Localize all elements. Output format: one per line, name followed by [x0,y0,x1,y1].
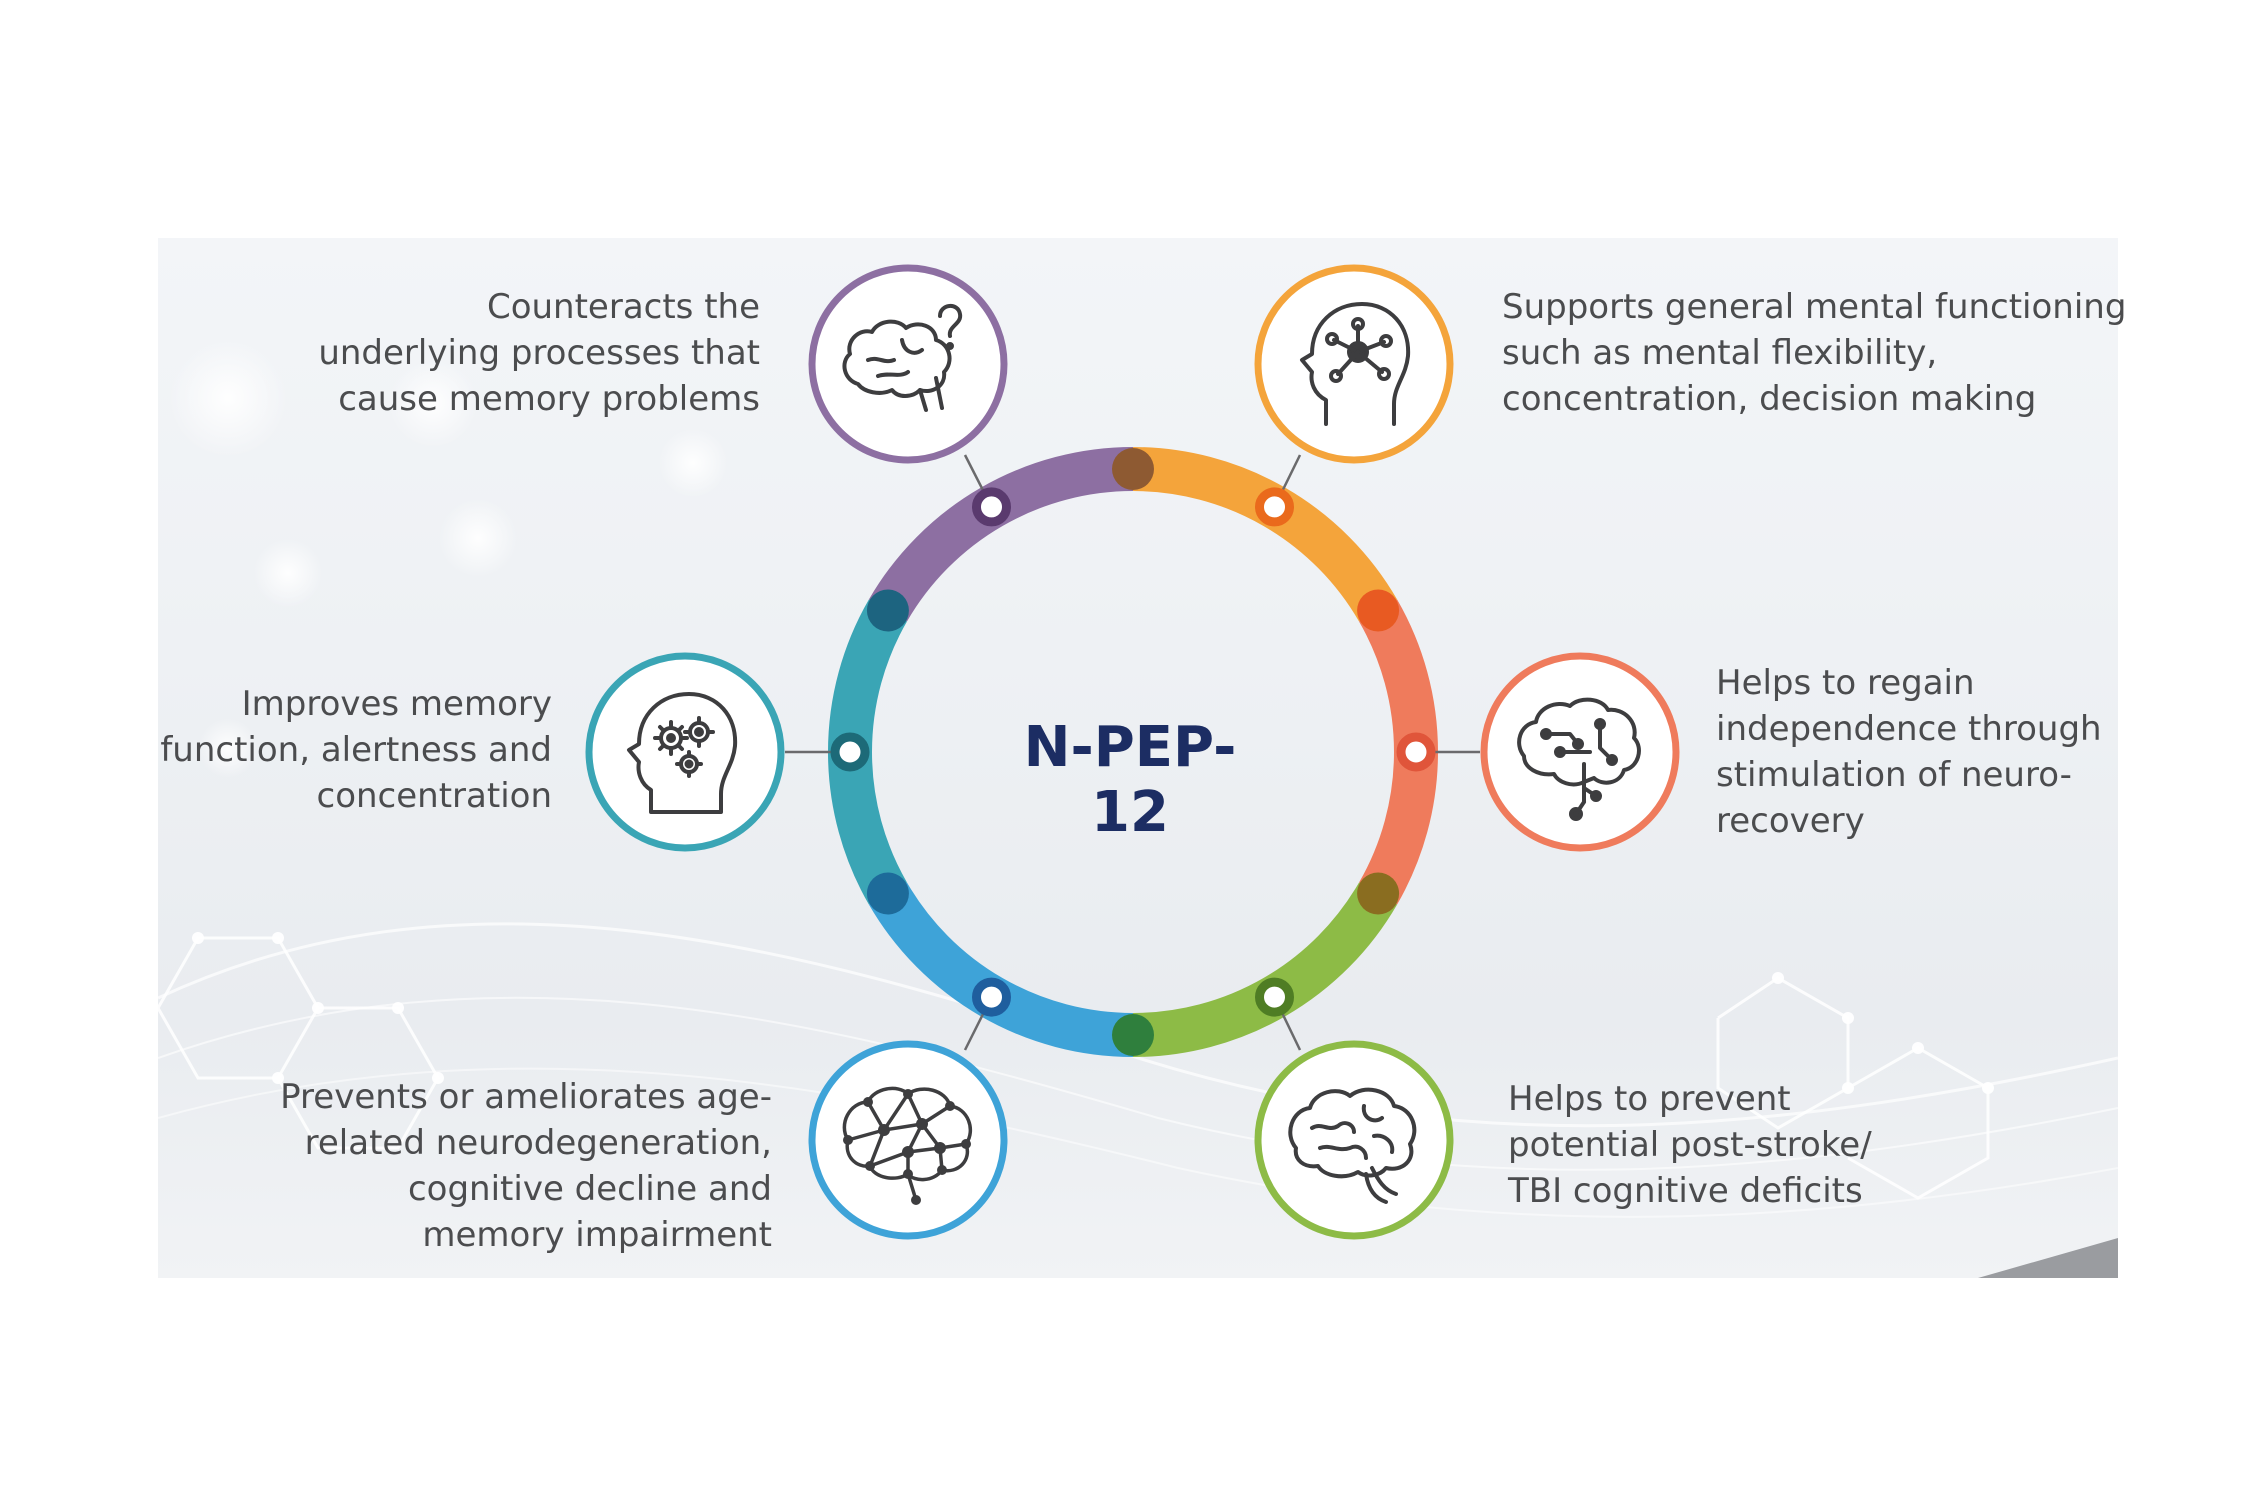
ring-connection-dot [1255,977,1294,1017]
bokeh-light [253,538,323,608]
caption-mid-right: Helps to regain independence through sti… [1716,660,2116,844]
caption-line: potential post-stroke/ [1508,1125,1872,1165]
bokeh-light [168,338,288,458]
caption-line: Prevents or ameliorates age- [280,1077,772,1117]
bokeh-light [658,428,728,498]
caption-top-right: Supports general mental functioning such… [1502,284,2127,422]
caption-line: recovery [1716,801,1865,841]
ring-segment-orange [1132,447,1398,622]
icon-ring [808,264,1008,464]
caption-line: concentration [316,776,552,816]
head-gears-icon [627,692,738,814]
ring-connection-dot [972,977,1011,1017]
ring-junction-dot [1112,448,1154,490]
icon-ring [1254,1040,1454,1240]
icon-circle-mid-right [1480,652,1680,852]
icon-ring [808,1040,1008,1240]
center-title: N-PEP-12 [1023,715,1237,845]
caption-line: memory impairment [422,1215,772,1255]
ring-connection-dot [1396,732,1436,772]
caption-line: stimulation of neuro- [1716,755,2072,795]
ring-junction-dot [1112,1014,1154,1056]
ring-segment-purple [868,447,1134,622]
caption-line: such as mental flexibility, [1502,333,1938,373]
caption-line: TBI cognitive deficits [1508,1171,1863,1211]
caption-bottom-right: Helps to prevent potential post-stroke/ … [1508,1076,1948,1214]
caption-line: cause memory problems [338,379,760,419]
neural-network-brain-icon [842,1086,972,1205]
circuit-brain-icon [1517,697,1641,821]
ring-dots [830,448,1436,1056]
icon-circle-top-right [1254,264,1454,464]
icon-circle-top-left [808,264,1008,464]
background-wave-pattern [158,922,2118,1278]
bokeh-light [198,718,258,778]
caption-line: Helps to prevent [1508,1079,1791,1119]
icon-circle-mid-left [585,652,785,852]
caption-line: Helps to regain [1716,663,1975,703]
caption-line: Improves memory [241,684,552,724]
caption-line: cognitive decline and [407,1169,772,1209]
ring-segment-green [1132,882,1398,1057]
ring-junction-dot [866,589,909,632]
caption-line: function, alertness and [160,730,552,770]
ring-connection-dot [1255,487,1294,527]
ring-junction-dot [1357,872,1400,915]
head-network-icon [1300,302,1411,426]
brain-icon [1288,1087,1417,1204]
icon-circle-bottom-right [1254,1040,1454,1240]
caption-line: concentration, decision making [1502,379,2037,419]
brain-question-icon [842,304,963,412]
caption-bottom-left: Prevents or ameliorates age- related neu… [252,1074,772,1258]
caption-line: independence through [1716,709,2102,749]
caption-top-left: Counteracts the underlying processes tha… [300,284,760,422]
caption-line: related neurodegeneration, [304,1123,772,1163]
ring-connection-dot [830,732,870,772]
bokeh-light [438,498,518,578]
ring-junction-dot [866,872,909,915]
caption-line: Supports general mental functioning [1502,287,2127,327]
icon-ring [585,652,785,852]
ring-junction-dot [1357,589,1400,632]
icon-circle-bottom-left [808,1040,1008,1240]
ring-segment-blue [868,882,1134,1057]
caption-mid-left: Improves memory function, alertness and … [150,681,552,819]
background-panel [158,238,2118,1278]
caption-line: underlying processes that [318,333,760,373]
icon-ring [1254,264,1454,464]
bokeh-light [388,358,478,448]
caption-line: Counteracts the [486,287,760,327]
ring-connection-dot [972,487,1011,527]
